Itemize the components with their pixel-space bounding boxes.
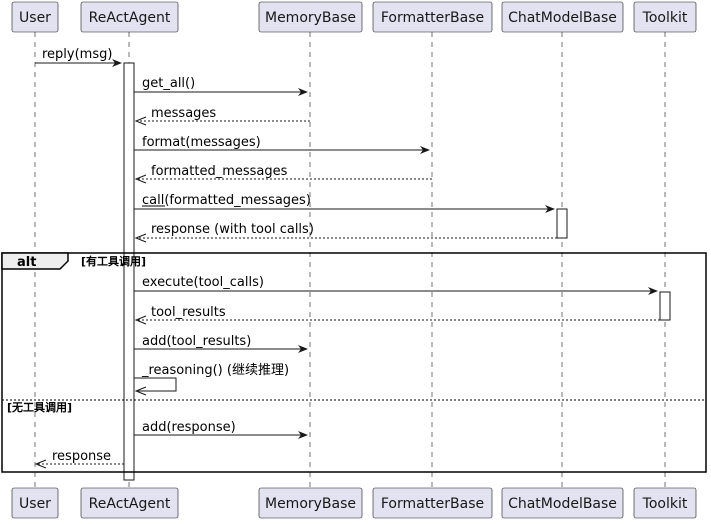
message-label: formatted_messages	[151, 164, 288, 179]
message-response-to-user: response	[34, 449, 124, 469]
participant-label: Toolkit	[642, 496, 688, 512]
message-reply: reply(msg)	[35, 47, 122, 67]
message-add-response: add(response)	[134, 420, 308, 439]
message-reasoning-self-call: _reasoning() (继续推理)	[134, 363, 289, 396]
message-get-all: get_all()	[134, 76, 308, 96]
participant-memorybase-bottom: MemoryBase	[258, 487, 363, 519]
participant-chatmodelbase-top: ChatModelBase	[501, 1, 624, 33]
message-label: execute(tool_calls)	[142, 275, 264, 290]
message-label: _reasoning() (继续推理)	[141, 363, 289, 378]
participant-label: FormatterBase	[381, 496, 484, 512]
activation-toolkit	[659, 291, 671, 321]
alt-keyword: alt	[17, 255, 36, 270]
alt-fragment-tab	[1, 252, 69, 270]
message-tool-results-return: tool_results	[134, 305, 660, 325]
message-label: format(messages)	[142, 135, 261, 150]
participant-user-bottom: User	[11, 487, 59, 519]
alt-fragment	[1, 252, 707, 473]
message-execute: execute(tool_calls)	[134, 275, 658, 295]
message-label: call(formatted_messages)	[142, 193, 311, 208]
message-label: add(tool_results)	[142, 334, 251, 349]
message-label: response	[52, 449, 111, 464]
message-label: get_all()	[142, 76, 195, 91]
message-call: call(formatted_messages)	[134, 193, 555, 213]
participant-label: MemoryBase	[265, 10, 356, 26]
participant-label: ChatModelBase	[508, 10, 617, 26]
message-label: tool_results	[151, 305, 226, 320]
message-messages-return: messages	[134, 106, 310, 126]
participant-label: User	[19, 496, 51, 512]
participant-reactagent-bottom: ReActAgent	[80, 487, 179, 519]
alt-guard-1: [有工具调用]	[81, 254, 146, 268]
message-add-tool-results: add(tool_results)	[134, 334, 308, 353]
activation-chatmodelbase	[556, 208, 568, 239]
participant-label: MemoryBase	[265, 496, 356, 512]
participant-label: ReActAgent	[89, 10, 171, 26]
message-formatted-messages-return: formatted_messages	[134, 164, 432, 184]
participant-label: Toolkit	[642, 10, 688, 26]
message-label: add(response)	[142, 420, 236, 435]
participant-memorybase-top: MemoryBase	[258, 1, 363, 33]
message-response-with-tool-calls: response (with tool calls)	[134, 222, 557, 243]
participant-formatterbase-bottom: FormatterBase	[372, 487, 493, 519]
participant-label: ChatModelBase	[508, 496, 617, 512]
participant-toolkit-top: Toolkit	[633, 1, 697, 33]
participant-reactagent-top: ReActAgent	[80, 1, 179, 33]
message-label: response (with tool calls)	[151, 222, 314, 237]
participant-chatmodelbase-bottom: ChatModelBase	[501, 487, 624, 519]
message-label: messages	[151, 106, 216, 121]
activation-reactagent	[123, 62, 135, 481]
participant-label: User	[19, 10, 51, 26]
participant-label: FormatterBase	[381, 10, 484, 26]
participant-toolkit-bottom: Toolkit	[633, 487, 697, 519]
participant-label: ReActAgent	[89, 496, 171, 512]
participant-user-top: User	[11, 1, 59, 33]
message-format: format(messages)	[134, 135, 430, 154]
message-label: reply(msg)	[42, 47, 112, 62]
participant-formatterbase-top: FormatterBase	[372, 1, 493, 33]
alt-guard-2: [无工具调用]	[7, 400, 72, 414]
